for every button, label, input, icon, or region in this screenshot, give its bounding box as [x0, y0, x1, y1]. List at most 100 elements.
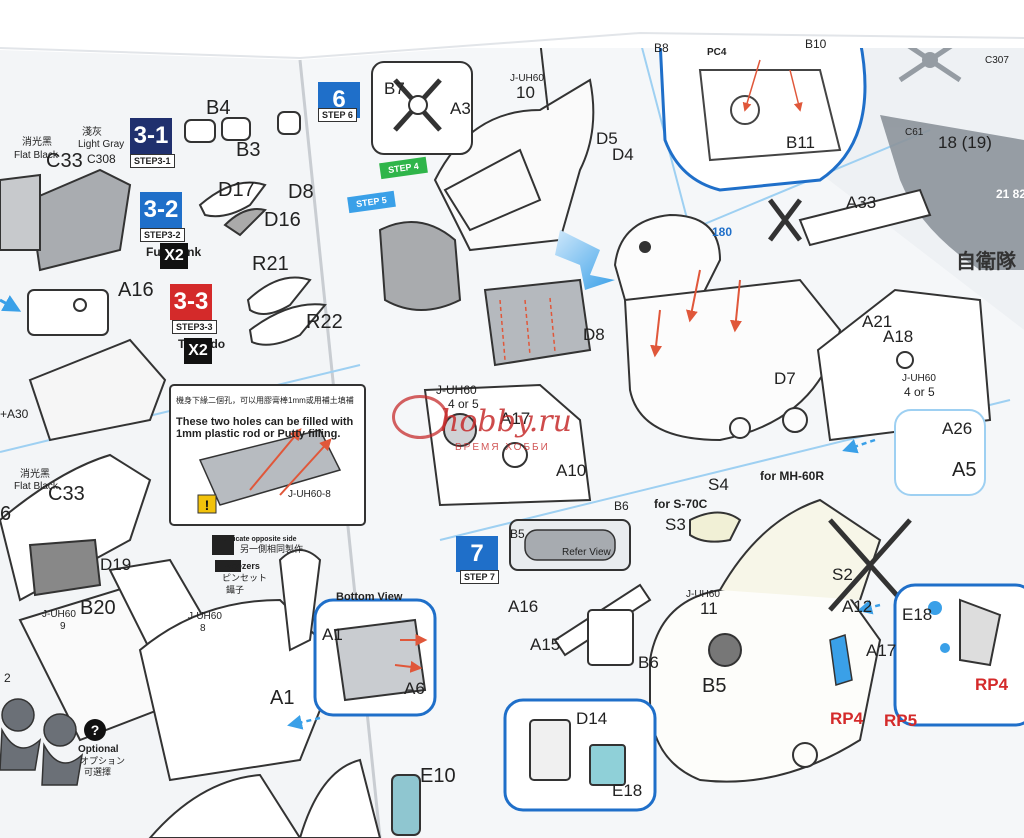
part-label-b3: B3: [236, 139, 261, 161]
tweezers-icon: [215, 560, 241, 572]
part-label-r21: R21: [252, 253, 289, 275]
paint-light-gray-en: Light Gray: [78, 139, 125, 150]
part-label-b6-refer: B6: [614, 499, 629, 513]
part-label-juh60-9: J-UH60: [42, 609, 76, 620]
optional-cn: 可選擇: [84, 767, 112, 777]
watermark-text: hobby.ru: [440, 404, 572, 439]
part-label-a17-wheel: A17: [500, 409, 531, 428]
part-label-d19: D19: [100, 555, 132, 574]
a33-decal-part: [798, 188, 932, 247]
part-label-a15: A15: [530, 635, 561, 654]
variant-s70c-label: for S-70C: [654, 497, 708, 511]
duplicate-side-en: Duplicate opposite side: [218, 536, 297, 543]
seat-drawing: [0, 168, 132, 272]
multiplier-badge-fuel: X2: [160, 243, 188, 269]
part-label-b5-step7: B5: [702, 675, 727, 697]
part-label-a18: A18: [883, 327, 914, 346]
variant-mh60r-label: for MH-60R: [760, 469, 825, 483]
part-label-a3: A3: [450, 99, 471, 118]
part-label-a1: A1: [270, 687, 295, 709]
part-label-6: 6: [0, 503, 12, 525]
part-label-d16: D16: [264, 209, 301, 231]
optional-jp: オプション: [80, 756, 126, 766]
paint-flat-black-cn: 消光黑: [22, 137, 52, 148]
cabin-interior-assembly: [0, 453, 342, 782]
duplicate-side-icon: [212, 535, 234, 555]
lower-paint-en: Flat Black: [14, 481, 58, 492]
optional-en: Optional: [78, 744, 119, 755]
part-label-b7: B7: [384, 79, 405, 98]
warning-icon: [197, 494, 217, 514]
filling-note-cn: 機身下緣二個孔，可以用膠膏棒1mm或用補土填補: [176, 396, 354, 405]
watermark-subtext: ВРЕМЯ ХОББИ: [455, 442, 550, 453]
refer-view-label: Refer View: [562, 547, 611, 558]
part-label-a12: A12: [842, 597, 873, 616]
part-label-pc4: PC4: [707, 47, 727, 58]
part-label-d4: D4: [612, 145, 634, 164]
step7-caption: STEP 7: [460, 570, 499, 584]
door-panel-part: [587, 609, 634, 666]
far-right-serial: 21 8282: [996, 187, 1024, 201]
part-label-8: 8: [200, 623, 206, 634]
interior-panel: [483, 278, 592, 367]
step6-assembled-helicopter: [613, 198, 842, 442]
far-right-c61: C61: [905, 127, 924, 138]
part-label-a6: A6: [404, 679, 425, 698]
part-label-r22: R22: [306, 311, 343, 333]
part-label-e10: E10: [420, 765, 456, 787]
step6-caption: STEP 6: [318, 108, 357, 122]
substep-3-1-badge: 3-1: [130, 118, 172, 154]
part-label-b10: B10: [805, 37, 827, 51]
a26-inset-box: [894, 409, 986, 496]
step7-assembled-helicopter: [649, 498, 912, 783]
paint-flat-black-en: Flat Black: [14, 150, 58, 161]
part-label-e18-bottom: E18: [612, 781, 643, 800]
part-label-d7: D7: [774, 369, 796, 388]
part-label-b5-refer: B5: [510, 527, 525, 541]
part-label-a5: A5: [952, 459, 977, 481]
part-label-lower-c33: C33: [48, 483, 85, 505]
part-label-s2: S2: [832, 565, 853, 584]
part-label-a16-step7: A16: [508, 597, 539, 616]
step7-badge: 7: [456, 536, 498, 572]
part-label-juh60-8: J-UH60: [188, 611, 222, 622]
part-label-bottom-a1: A1: [322, 625, 343, 644]
substep-part-drawings: [184, 111, 327, 346]
part-label-2: 2: [4, 671, 11, 685]
part-label-b11: B11: [786, 133, 815, 152]
paint-c33-code: C33: [46, 150, 83, 172]
part-label-b8: B8: [654, 41, 669, 55]
far-right-jsdf: 自衛隊: [956, 251, 1016, 273]
part-label-juh60-10: J-UH60: [510, 73, 544, 84]
paint-light-gray-cn: 淺灰: [82, 127, 102, 138]
part-label-e18-inset: E18: [902, 605, 933, 624]
tweezers-en: Tweezers: [220, 561, 260, 571]
substep-3-3-badge: 3-3: [170, 284, 212, 320]
part-label-rp5: RP5: [884, 711, 918, 730]
duplicate-side-cn: 另一側相同製作: [240, 544, 304, 554]
substep-3-2-badge: 3-2: [140, 192, 182, 228]
part-label-d8: D8: [288, 181, 314, 203]
tweezers-cn: 鑷子: [226, 585, 245, 595]
part-label-juh60-wheel: J-UH60: [436, 383, 477, 397]
optional-question-icon: [84, 719, 106, 741]
part-label-a33: A33: [846, 193, 877, 212]
bottom-parts-drawing: [148, 758, 421, 838]
substep-3-2-caption: STEP3-2: [140, 228, 185, 242]
part-label-d14: D14: [576, 709, 608, 728]
part-label-9: 9: [60, 621, 66, 632]
part-label-a26: A26: [942, 419, 973, 438]
filling-note-en: These two holes can be filled with 1mm p…: [176, 416, 354, 440]
part-label-4or5-wheel: 4 or 5: [448, 397, 479, 411]
part-label-a10: A10: [556, 461, 587, 480]
watermark-logo-icon: [392, 395, 448, 439]
step6-fuselage-drawing: [378, 39, 595, 311]
tweezers-jp: ピンセット: [222, 573, 268, 583]
crew-figures: [0, 698, 84, 786]
part-label-4or5-right: 4 or 5: [904, 385, 935, 399]
s3-canopy-part: [689, 511, 742, 543]
far-right-c307: C307: [985, 55, 1009, 66]
part-label-a21: A21: [862, 312, 893, 331]
part-label-d17: D17: [218, 179, 255, 201]
